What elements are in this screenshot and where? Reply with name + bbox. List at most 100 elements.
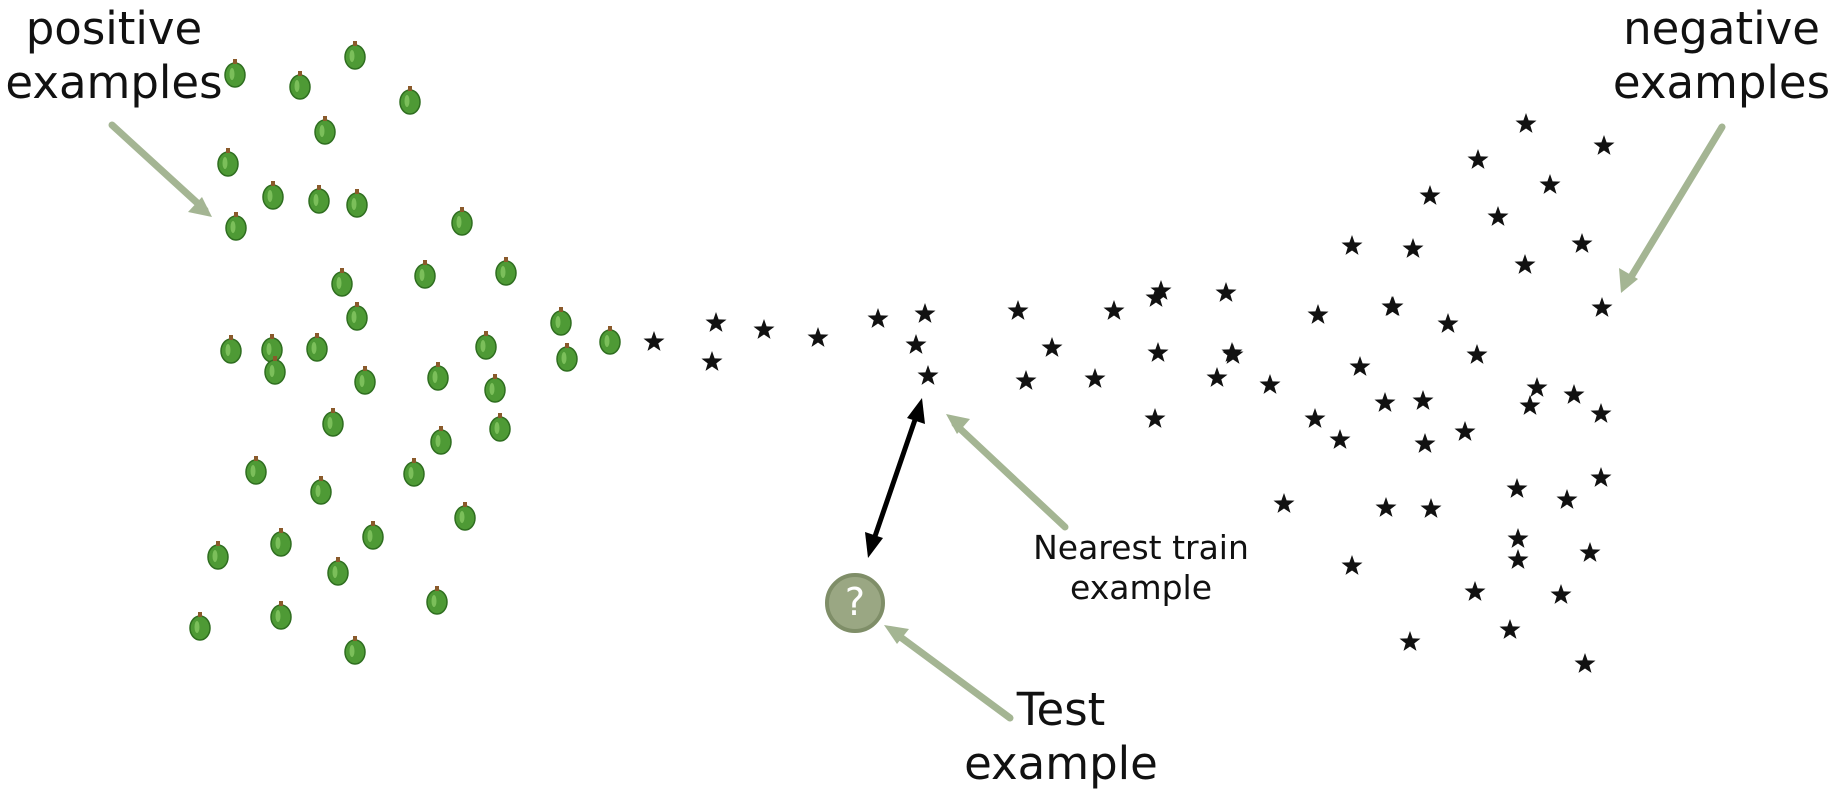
- negative-examples-group: [643, 113, 1615, 673]
- green-pepper-icon: [346, 302, 368, 331]
- green-pepper-icon: [207, 541, 229, 570]
- black-star-icon: [1507, 549, 1529, 569]
- black-star-icon: [1556, 489, 1578, 509]
- test-example-marker: [825, 573, 885, 633]
- black-star-icon: [1574, 653, 1596, 673]
- black-star-icon: [1402, 238, 1424, 258]
- green-pepper-icon: [314, 116, 336, 145]
- green-pepper-icon: [306, 333, 328, 362]
- black-star-icon: [1506, 478, 1528, 498]
- black-star-icon: [1550, 584, 1572, 604]
- green-pepper-icon: [289, 71, 311, 100]
- black-star-icon: [1454, 421, 1476, 441]
- black-star-icon: [1579, 542, 1601, 562]
- green-pepper-icon: [454, 502, 476, 531]
- green-pepper-icon: [354, 366, 376, 395]
- black-star-icon: [1414, 433, 1436, 453]
- negative-pointer-arrow: [1624, 123, 1726, 286]
- black-star-icon: [1399, 631, 1421, 651]
- green-pepper-icon: [495, 257, 517, 286]
- green-pepper-icon: [217, 148, 239, 177]
- black-star-icon: [753, 319, 775, 339]
- green-pepper-icon: [224, 59, 246, 88]
- black-star-icon: [1412, 390, 1434, 410]
- pointer-arrows: [108, 121, 1726, 722]
- test-pointer-arrowhead: [884, 625, 909, 644]
- black-star-icon: [1437, 313, 1459, 333]
- black-star-icon: [1150, 280, 1172, 300]
- black-star-icon: [1487, 206, 1509, 226]
- black-star-icon: [1514, 254, 1536, 274]
- green-pepper-icon: [262, 181, 284, 210]
- black-star-icon: [1144, 408, 1166, 428]
- green-pepper-icon: [270, 528, 292, 557]
- green-pepper-icon: [599, 326, 621, 355]
- green-pepper-icon: [556, 343, 578, 372]
- black-star-icon: [1041, 337, 1063, 357]
- black-star-icon: [1419, 185, 1441, 205]
- green-pepper-icon: [344, 41, 366, 70]
- black-star-icon: [1222, 344, 1244, 364]
- black-star-icon: [1519, 395, 1541, 415]
- green-pepper-icon: [484, 374, 506, 403]
- black-star-icon: [1103, 300, 1125, 320]
- black-star-icon: [1273, 493, 1295, 513]
- distance-double-arrow: [865, 398, 925, 558]
- black-star-icon: [1591, 297, 1613, 317]
- positive-pointer-arrow: [108, 121, 209, 214]
- green-pepper-icon: [346, 189, 368, 218]
- black-star-icon: [1563, 384, 1585, 404]
- green-pepper-icon: [308, 185, 330, 214]
- green-pepper-icon: [403, 458, 425, 487]
- green-pepper-icon: [475, 331, 497, 360]
- black-star-icon: [1341, 555, 1363, 575]
- green-pepper-icon: [426, 586, 448, 615]
- black-star-icon: [1375, 497, 1397, 517]
- black-star-icon: [1467, 149, 1489, 169]
- green-pepper-icon: [245, 456, 267, 485]
- black-star-icon: [1515, 113, 1537, 133]
- black-star-icon: [1349, 356, 1371, 376]
- black-star-icon: [1007, 300, 1029, 320]
- green-pepper-icon: [189, 612, 211, 641]
- green-pepper-icon: [344, 636, 366, 665]
- black-star-icon: [1382, 296, 1404, 316]
- black-star-icon: [1215, 282, 1237, 302]
- green-pepper-icon: [362, 521, 384, 550]
- black-star-icon: [1259, 374, 1281, 394]
- green-pepper-icon: [430, 426, 452, 455]
- black-star-icon: [705, 312, 727, 332]
- green-pepper-icon: [310, 476, 332, 505]
- black-star-icon: [1526, 377, 1548, 397]
- black-star-icon: [1206, 367, 1228, 387]
- green-pepper-icon: [399, 86, 421, 115]
- black-star-icon: [905, 334, 927, 354]
- green-pepper-icon: [261, 334, 283, 363]
- black-star-icon: [1539, 174, 1561, 194]
- green-pepper-icon: [322, 408, 344, 437]
- black-star-icon: [1590, 403, 1612, 423]
- black-star-icon: [1084, 368, 1106, 388]
- green-pepper-icon: [331, 268, 353, 297]
- green-pepper-icon: [220, 335, 242, 364]
- black-star-icon: [807, 327, 829, 347]
- black-star-icon: [1499, 619, 1521, 639]
- black-star-icon: [867, 308, 889, 328]
- green-pepper-icon: [489, 413, 511, 442]
- black-star-icon: [1304, 408, 1326, 428]
- green-pepper-icon: [451, 207, 473, 236]
- green-pepper-icon: [414, 260, 436, 289]
- green-pepper-icon: [225, 212, 247, 241]
- black-star-icon: [1507, 528, 1529, 548]
- positive-examples-group: [189, 41, 621, 665]
- black-star-icon: [1420, 498, 1442, 518]
- black-star-icon: [917, 365, 939, 385]
- black-star-icon: [914, 303, 936, 323]
- negative-pointer-arrowhead: [1619, 268, 1638, 293]
- black-star-icon: [643, 331, 665, 351]
- test-pointer-arrow: [891, 629, 1014, 722]
